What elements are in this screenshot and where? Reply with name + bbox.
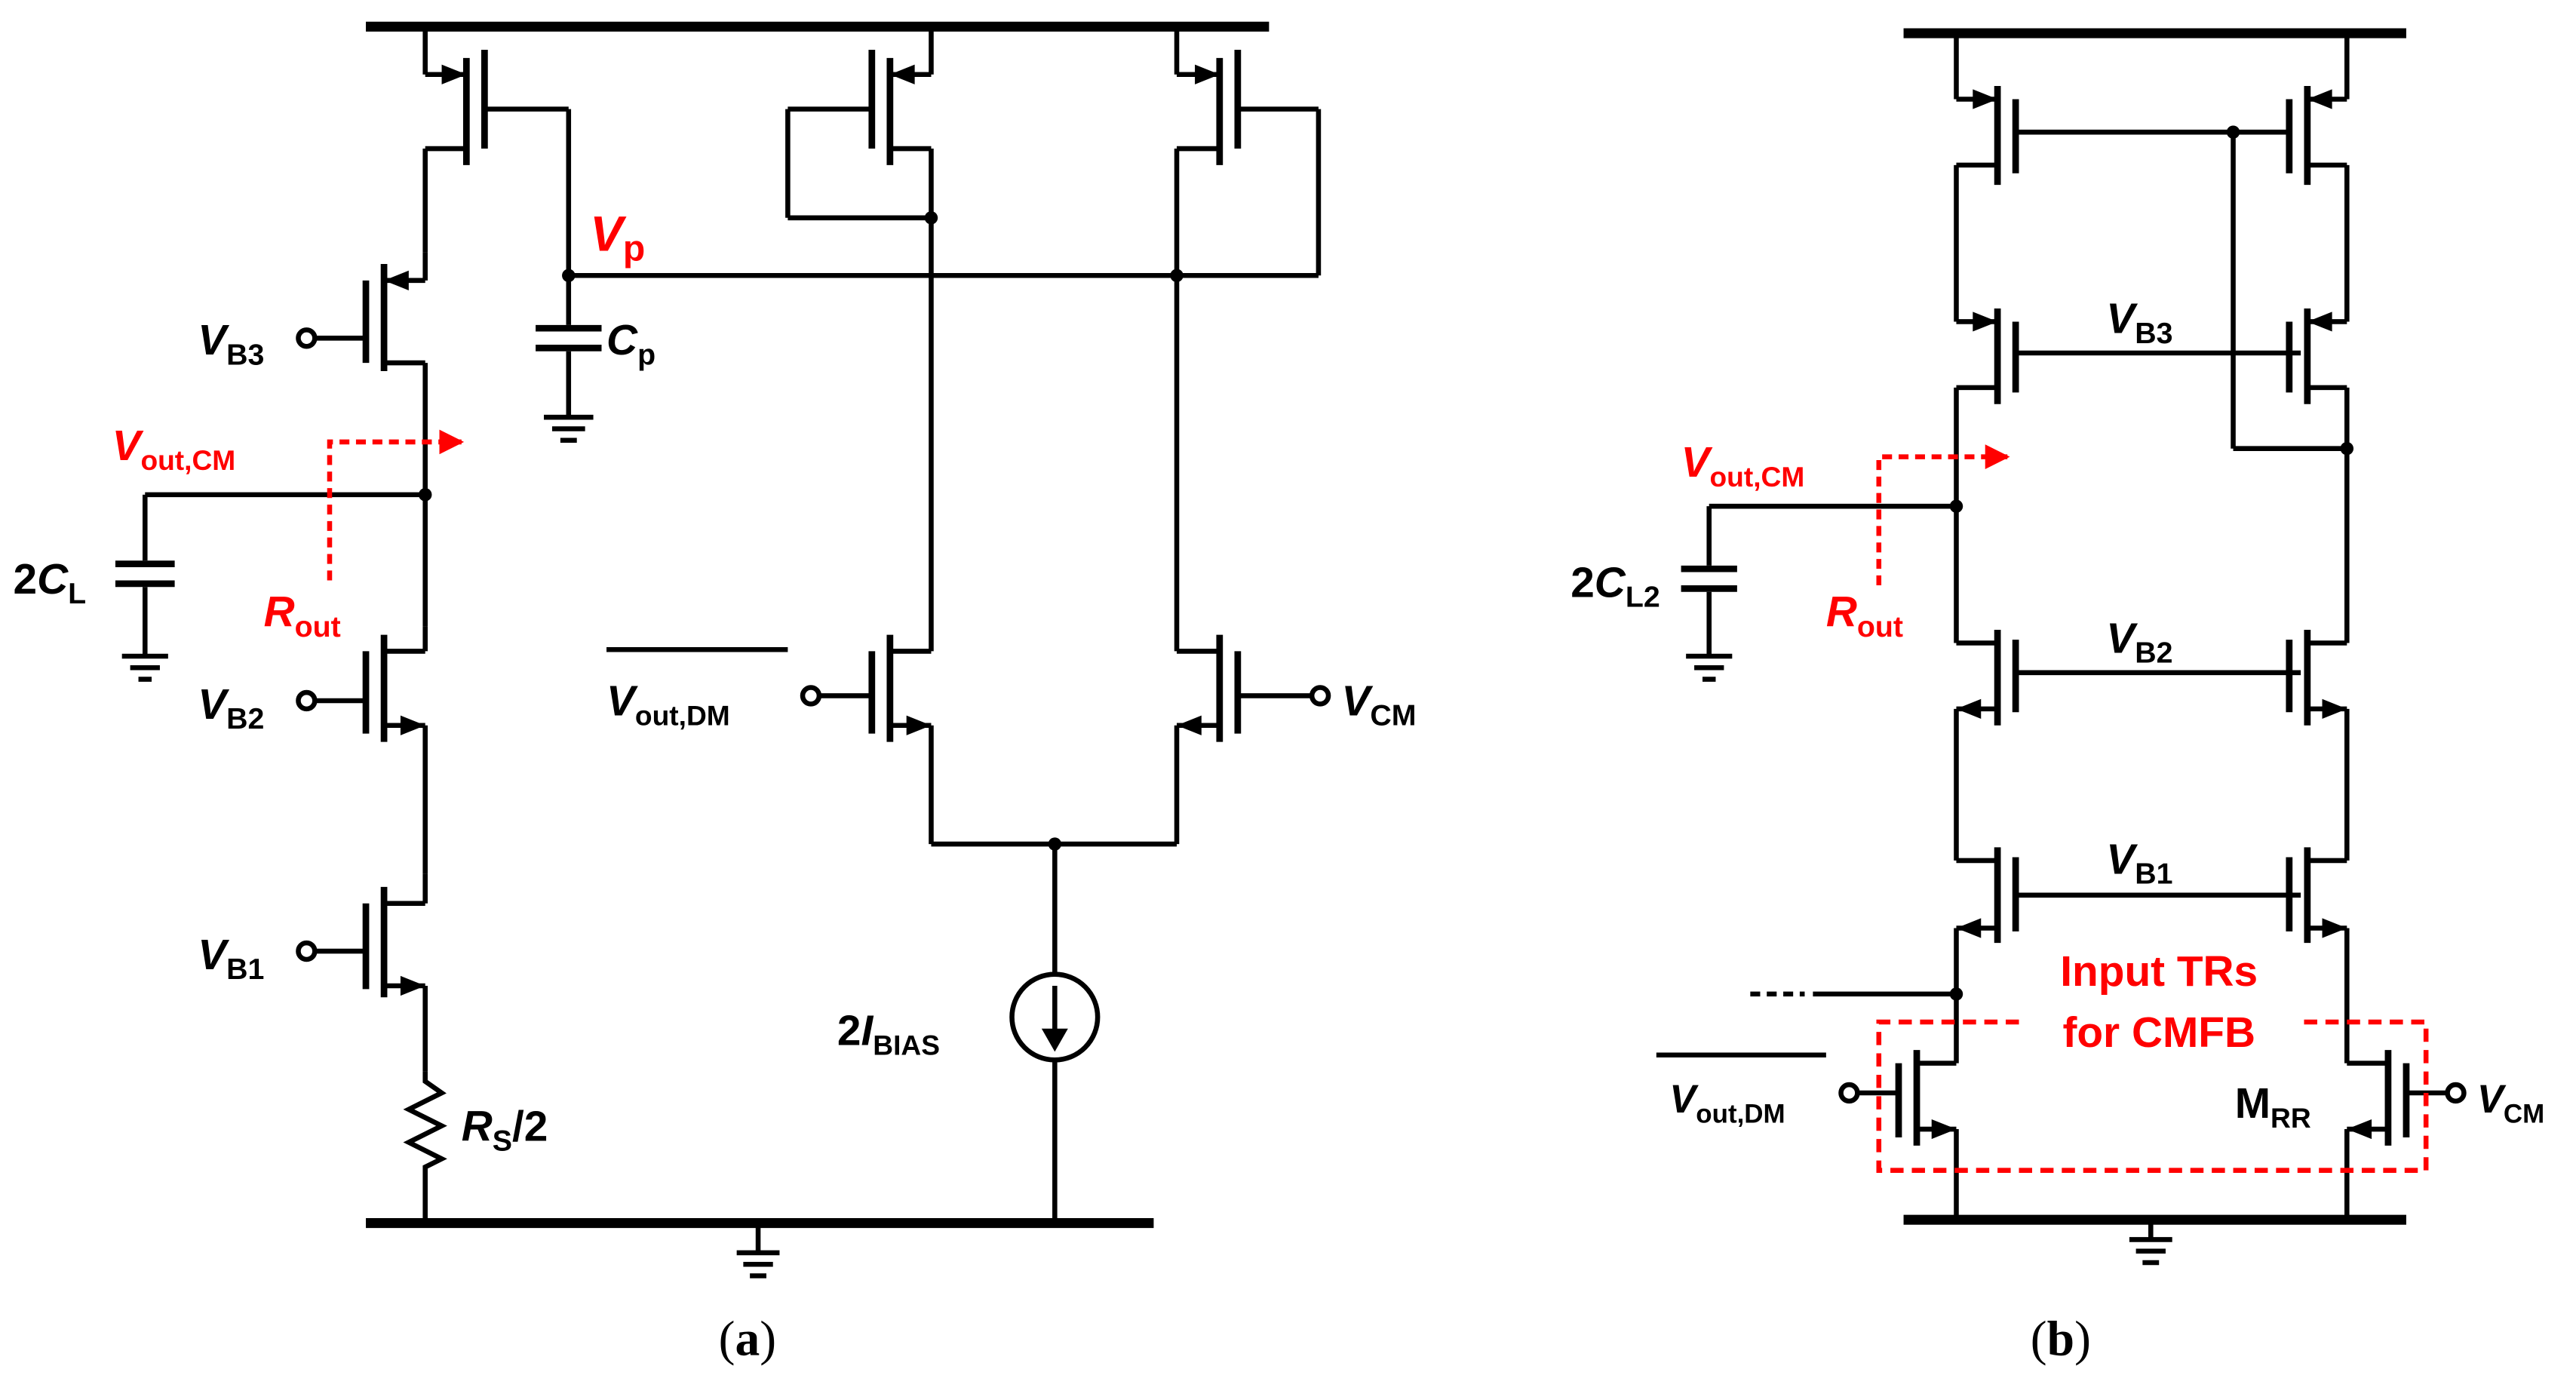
vout-cm-label-b: Vout,CM: [1681, 439, 1805, 493]
nmos-vout-dm-b: [1859, 1050, 1959, 1220]
vcm-terminal-b: [2445, 1082, 2467, 1104]
vp-label: Vp: [590, 207, 645, 269]
vb2-terminal: [296, 689, 318, 712]
pmos-top-left: [422, 26, 572, 276]
vout-dm-label-b: Vout,DM: [1669, 1078, 1785, 1128]
vcm-label-b: VCM: [2477, 1078, 2544, 1128]
ground-symbol-b: [2129, 1223, 2172, 1266]
vb2-label-b: VB2: [2106, 615, 2172, 670]
panel-b-schematic: [1656, 28, 2467, 1266]
rout-label-b: Rout: [1826, 589, 1903, 643]
vb2-label: VB2: [198, 681, 264, 735]
rs-label: RS/2: [462, 1103, 548, 1157]
nmos-vb2: [313, 626, 428, 874]
rout-arrow: [327, 429, 465, 581]
vb3-terminal: [296, 327, 318, 349]
rout-arrow-b: [1876, 444, 2010, 586]
vout-cm-label: Vout,CM: [112, 422, 236, 476]
input-trs-label: Input TRs: [2060, 948, 2258, 996]
ibias-label: 2IBIAS: [837, 1008, 940, 1061]
mrr-label: MRR: [2235, 1080, 2311, 1134]
nmos-vb2-left-b: [1954, 630, 2301, 861]
cl2-ground-symbol: [1686, 653, 1733, 682]
cmfb-input-box: [1876, 1019, 2429, 1173]
panel-b-labels: VB3 VB2 VB1 Vout,CM 2CL2 Rout Input TRs …: [1570, 296, 2544, 1367]
cl2-label: 2CL2: [1570, 559, 1660, 613]
caption-a: (a): [719, 1312, 776, 1366]
cl-label: 2CL: [13, 556, 86, 610]
cp-label: Cp: [606, 317, 656, 371]
vb3-label-b: VB3: [2106, 296, 2172, 350]
vout-dm-terminal: [800, 685, 822, 707]
vb3-label: VB3: [198, 317, 264, 371]
rs-resistor: [403, 1071, 447, 1223]
panel-a-schematic: [115, 21, 1331, 1278]
nmos-vb2-right-b: [2286, 630, 2350, 861]
pmos-vb3-right-b: [2286, 308, 2350, 643]
vcm-label: VCM: [1342, 678, 1417, 732]
cl-ground-symbol: [121, 653, 168, 682]
pmos-top-right-b: [2233, 33, 2350, 322]
vb1-terminal: [296, 940, 318, 962]
pmos-diode-mid: [785, 26, 934, 652]
nmos-vcm: [1174, 634, 1310, 845]
vcm-terminal: [1309, 685, 1331, 707]
cp-ground-symbol: [544, 414, 594, 443]
nmos-vb1: [313, 873, 428, 1072]
vb1-label-b: VB1: [2106, 836, 2172, 890]
pmos-vb3-left-b: [1954, 308, 2301, 643]
nmos-vout-dm: [821, 634, 934, 845]
pmos-diode-right: [1174, 26, 1322, 652]
rout-label: Rout: [264, 589, 341, 643]
vout-dm-label: Vout,DM: [606, 678, 730, 732]
caption-b: (b): [2031, 1312, 2091, 1366]
nmos-mrr-b: [2344, 1050, 2446, 1220]
nmos-vb1-right-b: [2286, 847, 2350, 1063]
for-cmfb-label: for CMFB: [2062, 1009, 2255, 1057]
ground-symbol: [736, 1226, 780, 1278]
vout-dm-terminal-b: [1838, 1082, 1860, 1104]
vb1-label: VB1: [198, 932, 264, 986]
pmos-top-left-b: [1954, 33, 2234, 322]
panel-a-labels: VB3 VB2 VB1 Vp Cp Vout,CM 2CL Rout Vout,…: [13, 207, 1416, 1367]
